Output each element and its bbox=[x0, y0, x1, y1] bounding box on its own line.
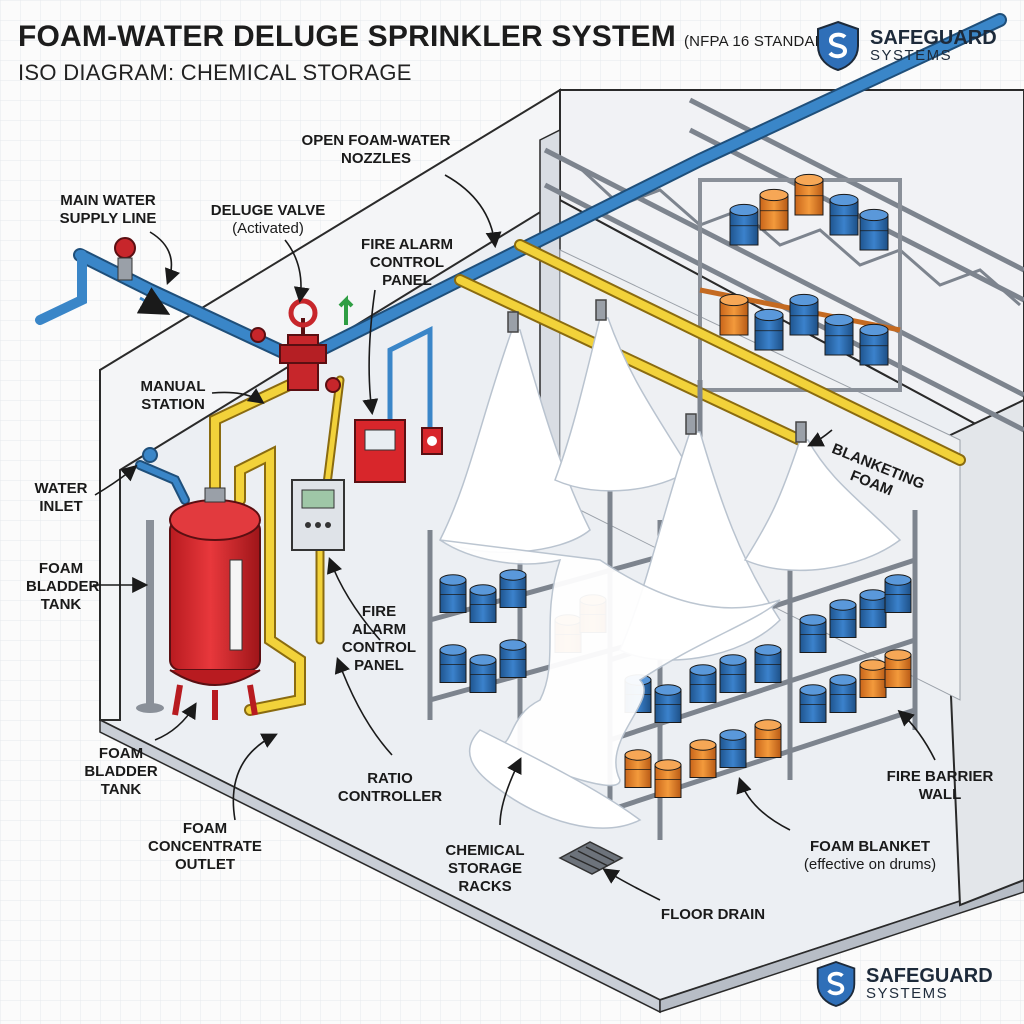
brand-logo-top: SAFEGUARD SYSTEMS bbox=[814, 20, 997, 72]
foam-blanket-text: FOAM BLANKET bbox=[810, 838, 930, 855]
chemical-drum bbox=[719, 729, 747, 768]
title-text: FOAM-WATER DELUGE SPRINKLER SYSTEM bbox=[18, 20, 676, 53]
chemical-drum bbox=[719, 654, 747, 693]
ratio-controller-panel bbox=[291, 479, 345, 551]
floor-slab-edge-right bbox=[659, 879, 1024, 1014]
chemical-drum bbox=[884, 574, 912, 613]
chemical-drum bbox=[654, 684, 682, 723]
chemical-drum bbox=[499, 569, 527, 608]
chemical-drum bbox=[829, 599, 857, 638]
chemical-drum bbox=[624, 749, 652, 788]
main-water-supply-line bbox=[35, 13, 1007, 368]
label-foam-concentrate-outlet: FOAM CONCENTRATE OUTLET bbox=[148, 820, 262, 873]
label-main-water-supply: MAIN WATER SUPPLY LINE bbox=[59, 192, 157, 227]
label-foam-bladder-tank-left: FOAM BLADDER TANK bbox=[26, 560, 100, 613]
water-inlet-pipe bbox=[135, 447, 190, 505]
chemical-drum bbox=[859, 323, 889, 366]
deluge-valve bbox=[250, 295, 354, 393]
label-fire-barrier-wall: FIRE BARRIER WALL bbox=[886, 768, 994, 803]
leader-lines bbox=[93, 174, 936, 901]
brand-logo-bottom: SAFEGUARD SYSTEMS bbox=[814, 960, 993, 1008]
chemical-drum bbox=[789, 293, 819, 336]
inner-wall bbox=[559, 249, 961, 701]
inlet-valve-icon bbox=[142, 447, 158, 463]
chemical-drum bbox=[754, 308, 784, 351]
chemical-drum bbox=[829, 674, 857, 713]
up-arrow-icon bbox=[338, 295, 354, 325]
chemical-drum bbox=[719, 293, 749, 336]
chemical-drum bbox=[794, 173, 824, 216]
foam-spray bbox=[438, 317, 902, 829]
chemical-drum bbox=[654, 759, 682, 798]
standard-reference: (NFPA 16 STANDARD) bbox=[683, 33, 843, 50]
label-deluge-valve: DELUGE VALVE(Activated) bbox=[198, 202, 338, 238]
chemical-drum bbox=[884, 649, 912, 688]
chemical-drum bbox=[439, 644, 467, 683]
label-water-inlet: WATER INLET bbox=[34, 480, 88, 515]
page-subtitle: ISO DIAGRAM: CHEMICAL STORAGE bbox=[18, 60, 412, 85]
page-title: FOAM-WATER DELUGE SPRINKLER SYSTEM (NFPA … bbox=[18, 20, 842, 54]
brand-name: SAFEGUARD bbox=[870, 27, 997, 49]
label-ratio-controller: RATIO CONTROLLER bbox=[337, 770, 443, 805]
foam-blanket-note: (effective on drums) bbox=[803, 856, 937, 873]
nozzles bbox=[507, 299, 807, 443]
chemical-drum bbox=[859, 659, 887, 698]
foam-bladder-tank bbox=[136, 487, 261, 720]
brand-name: SAFEGUARD bbox=[866, 965, 993, 987]
label-foam-bladder-tank-bottom: FOAM BLADDER TANK bbox=[84, 745, 158, 798]
fire-alarm-control-panel bbox=[354, 325, 443, 483]
label-chemical-storage-racks: CHEMICAL STORAGE RACKS bbox=[445, 842, 525, 895]
chemical-drum bbox=[689, 739, 717, 778]
deluge-valve-text: DELUGE VALVE bbox=[210, 202, 326, 219]
label-fire-alarm-panel-top: FIRE ALARM CONTROL PANEL bbox=[361, 236, 453, 289]
chemical-drum bbox=[859, 208, 889, 251]
chemical-drum bbox=[829, 193, 859, 236]
brand-sub: SYSTEMS bbox=[870, 47, 953, 64]
gate-valve-icon bbox=[114, 237, 136, 259]
label-floor-drain: FLOOR DRAIN bbox=[660, 906, 766, 923]
chemical-drum bbox=[469, 584, 497, 623]
shield-icon bbox=[816, 961, 856, 1007]
chemical-drum bbox=[824, 313, 854, 356]
foam-branch-lines bbox=[209, 239, 966, 716]
label-open-nozzles: OPEN FOAM-WATER NOZZLES bbox=[301, 132, 451, 167]
chemical-drum bbox=[759, 188, 789, 231]
chemical-drum bbox=[859, 589, 887, 628]
chemical-drum bbox=[799, 684, 827, 723]
back-drums bbox=[719, 173, 889, 366]
chemical-drum bbox=[439, 574, 467, 613]
label-manual-station: MANUAL STATION bbox=[140, 378, 206, 413]
brand-sub: SYSTEMS bbox=[866, 985, 949, 1002]
chemical-drum bbox=[754, 719, 782, 758]
label-fire-alarm-panel-mid: FIRE ALARM CONTROL PANEL bbox=[341, 603, 417, 674]
floor-drain-grate bbox=[558, 841, 624, 875]
chemical-drum bbox=[499, 639, 527, 678]
deluge-valve-note: (Activated) bbox=[232, 220, 304, 237]
chemical-drum bbox=[469, 654, 497, 693]
label-foam-blanket: FOAM BLANKET(effective on drums) bbox=[780, 838, 960, 874]
chemical-drum bbox=[754, 644, 782, 683]
chemical-drum bbox=[799, 614, 827, 653]
shield-icon bbox=[817, 20, 859, 72]
chemical-drum bbox=[689, 664, 717, 703]
chemical-drum bbox=[729, 203, 759, 246]
